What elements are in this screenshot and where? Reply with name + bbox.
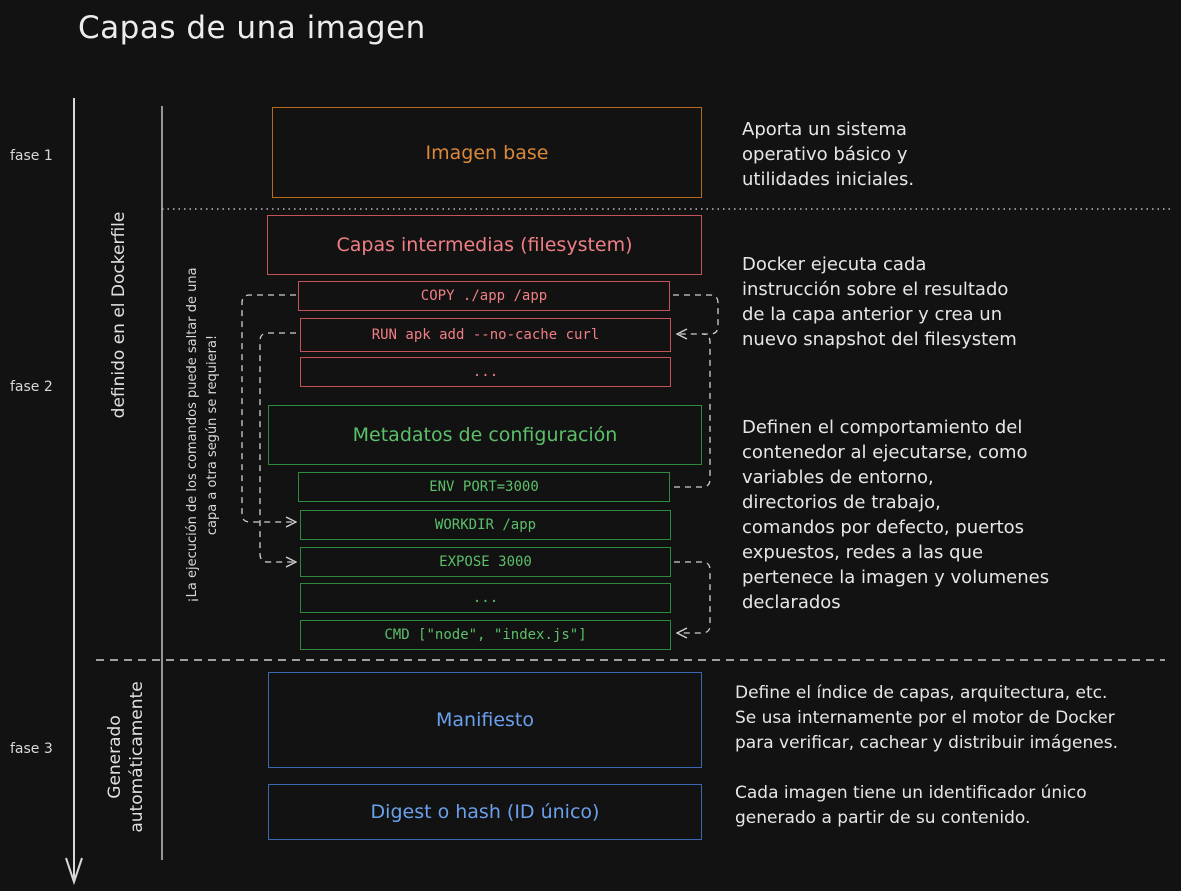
metadata-description-line: expuestos, redes a las que xyxy=(742,542,984,563)
base-description-line: Aporta un sistema xyxy=(742,119,907,140)
jump-arrow-run-to-expose xyxy=(259,332,296,562)
manifest-description-line: para verificar, cachear y distribuir imá… xyxy=(735,733,1119,753)
generated-label: Generado automáticamente xyxy=(104,681,148,832)
base-image-layer: Imagen base xyxy=(272,107,702,198)
intermediate-layers-header: Capas intermedias (filesystem) xyxy=(267,215,702,275)
manifest-description-line: Define el índice de capas, arquitectura,… xyxy=(735,683,1108,703)
env-command-layer: ENV PORT=3000 xyxy=(298,472,670,502)
phase-2-label: fase 2 xyxy=(10,379,53,395)
base-description-line: utilidades iniciales. xyxy=(742,169,915,190)
base-description: Aporta un sistema operativo básico y uti… xyxy=(742,117,914,192)
jump-note: ¡La ejecución de los comandos puede salt… xyxy=(183,267,223,602)
manifest-description-line: Se usa internamente por el motor de Dock… xyxy=(735,708,1115,728)
dockerfile-label: definido en el Dockerfile xyxy=(109,211,129,419)
metadata-description-line: variables de entorno, xyxy=(742,467,934,488)
jump-note-line-2: capa a otra según se requiera! xyxy=(205,334,220,536)
metadata-description: Definen el comportamiento del contenedor… xyxy=(742,415,1049,615)
manifest-description: Define el índice de capas, arquitectura,… xyxy=(735,681,1118,756)
cmd-command-layer: CMD ["node", "index.js"] xyxy=(300,620,671,650)
expose-command-layer: EXPOSE 3000 xyxy=(300,547,671,577)
digest-description-line: generado a partir de su contenido. xyxy=(735,808,1031,828)
metadata-description-line: declarados xyxy=(742,592,841,613)
metadata-description-line: directorios de trabajo, xyxy=(742,492,941,513)
generated-label-line-2: automáticamente xyxy=(127,681,147,833)
jump-arrow-copy-to-workdir xyxy=(241,294,296,522)
workdir-command-layer: WORKDIR /app xyxy=(300,510,671,540)
intermediate-description: Docker ejecuta cada instrucción sobre el… xyxy=(742,252,1017,352)
metadata-description-line: pertenece la imagen y volumenes xyxy=(742,567,1050,588)
page-title: Capas de una imagen xyxy=(78,10,426,46)
intermediate-description-line: de la capa anterior y crea un xyxy=(742,304,1003,325)
phase-1-label: fase 1 xyxy=(10,148,53,164)
digest-layer: Digest o hash (ID único) xyxy=(268,784,702,840)
intermediate-description-line: nuevo snapshot del filesystem xyxy=(742,329,1017,350)
jump-note-line-1: ¡La ejecución de los comandos puede salt… xyxy=(185,267,200,603)
jump-arrow-expose-to-cmd xyxy=(674,561,711,633)
metadata-description-line: comandos por defecto, puertos xyxy=(742,517,1025,538)
digest-description: Cada imagen tiene un identificador único… xyxy=(735,781,1087,831)
run-command-layer: RUN apk add --no-cache curl xyxy=(300,318,671,352)
generated-label-line-1: Generado xyxy=(105,715,125,799)
copy-command-layer: COPY ./app /app xyxy=(298,281,670,311)
intermediate-description-line: instrucción sobre el resultado xyxy=(742,279,1009,300)
jump-arrow-copy-to-run xyxy=(673,294,719,334)
metadata-description-line: contenedor al ejecutarse, como xyxy=(742,442,1028,463)
manifest-layer: Manifiesto xyxy=(268,672,702,768)
intermediate-description-line: Docker ejecuta cada xyxy=(742,254,927,275)
digest-description-line: Cada imagen tiene un identificador único xyxy=(735,783,1087,803)
timeline-arrow xyxy=(65,98,83,886)
filesystem-ellipsis-layer: ... xyxy=(300,357,671,387)
metadata-header: Metadatos de configuración xyxy=(268,405,702,465)
metadata-description-line: Definen el comportamiento del xyxy=(742,417,1023,438)
metadata-ellipsis-layer: ... xyxy=(300,583,671,613)
phase-3-label: fase 3 xyxy=(10,741,53,757)
base-description-line: operativo básico y xyxy=(742,144,908,165)
